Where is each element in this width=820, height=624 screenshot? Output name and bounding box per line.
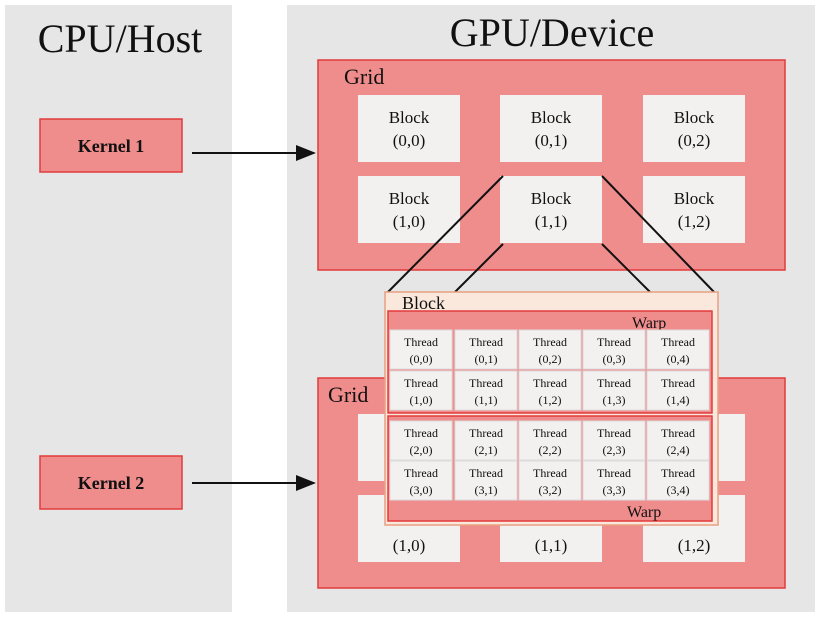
warp-1-label: Warp [632,315,666,332]
thread-cell [454,329,518,370]
thread-cell [454,460,518,501]
thread-index: (3,1) [475,483,498,497]
kernel-1-label: Kernel 1 [78,136,144,156]
thread-index: (0,4) [667,352,690,366]
kernel-2-label: Kernel 2 [78,473,144,493]
thread-cell [454,370,518,411]
thread-word: Thread [533,335,567,349]
thread-cell [582,460,646,501]
block-0-2 [643,95,745,162]
thread-cell [518,420,582,461]
thread-word: Thread [533,426,567,440]
block-index: (0,2) [678,131,711,150]
thread-index: (3,0) [410,483,433,497]
block-0-1 [500,95,602,162]
block-index: (1,1) [535,536,568,555]
thread-cell [646,460,710,501]
cpu-host-title: CPU/Host [38,16,203,61]
block-1-0 [358,176,460,243]
thread-index: (1,4) [667,393,690,407]
thread-index: (0,3) [603,352,626,366]
thread-word: Thread [404,335,438,349]
thread-cell [582,420,646,461]
block-index: (0,1) [535,131,568,150]
thread-index: (2,3) [603,443,626,457]
thread-word: Thread [469,335,503,349]
block-1-2 [643,176,745,243]
thread-index: (0,1) [475,352,498,366]
thread-cell [518,329,582,370]
thread-index: (2,4) [667,443,690,457]
thread-cell [389,420,453,461]
thread-index: (0,2) [539,352,562,366]
thread-index: (2,1) [475,443,498,457]
grid-label: Grid [344,64,384,89]
kernel-2-box [39,455,183,510]
grid-label: Grid [328,382,368,407]
thread-word: Thread [661,426,695,440]
block-word: Block [531,189,572,208]
thread-word: Thread [661,376,695,390]
thread-word: Thread [404,376,438,390]
block-index: (0,0) [393,131,426,150]
thread-cell [646,370,710,411]
thread-cell [389,370,453,411]
thread-index: (3,4) [667,483,690,497]
thread-index: (1,2) [539,393,562,407]
thread-index: (2,2) [539,443,562,457]
thread-cell [454,420,518,461]
thread-word: Thread [597,466,631,480]
thread-word: Thread [469,376,503,390]
thread-cell [389,329,453,370]
thread-cell [646,420,710,461]
block-index: (1,0) [393,536,426,555]
thread-word: Thread [469,466,503,480]
block-word: Block [674,108,715,127]
block-word: Block [674,189,715,208]
thread-word: Thread [661,466,695,480]
thread-index: (1,0) [410,393,433,407]
thread-word: Thread [597,335,631,349]
zoom-line [454,243,504,293]
kernel-1-box [39,118,183,173]
cpu-host-panel [5,5,232,612]
block-index: (1,1) [535,212,568,231]
gpu-device-title: GPU/Device [450,10,654,55]
thread-index: (2,0) [410,443,433,457]
thread-word: Thread [533,466,567,480]
thread-word: Thread [597,376,631,390]
zoom-line [601,243,651,293]
block-index: (1,2) [678,536,711,555]
thread-cell [646,329,710,370]
warp-2-label: Warp [627,504,661,521]
thread-cell [582,329,646,370]
zoom-line [601,175,715,293]
thread-index: (0,0) [410,352,433,366]
thread-word: Thread [533,376,567,390]
thread-index: (1,3) [603,393,626,407]
block-index: (1,0) [393,212,426,231]
thread-word: Thread [404,426,438,440]
thread-word: Thread [661,335,695,349]
thread-word: Thread [469,426,503,440]
thread-cell [389,460,453,501]
block-word: Block [531,108,572,127]
zoom-line [387,175,504,293]
block-0-0 [358,95,460,162]
thread-index: (1,1) [475,393,498,407]
thread-cell [582,370,646,411]
thread-index: (3,2) [539,483,562,497]
block-word: Block [389,108,430,127]
thread-word: Thread [404,466,438,480]
thread-cell [518,370,582,411]
thread-index: (3,3) [603,483,626,497]
block-word: Block [389,189,430,208]
thread-cell [518,460,582,501]
thread-word: Thread [597,426,631,440]
block-index: (1,2) [678,212,711,231]
expanded-block-label: Block [402,293,445,313]
block-1-1 [500,176,602,243]
